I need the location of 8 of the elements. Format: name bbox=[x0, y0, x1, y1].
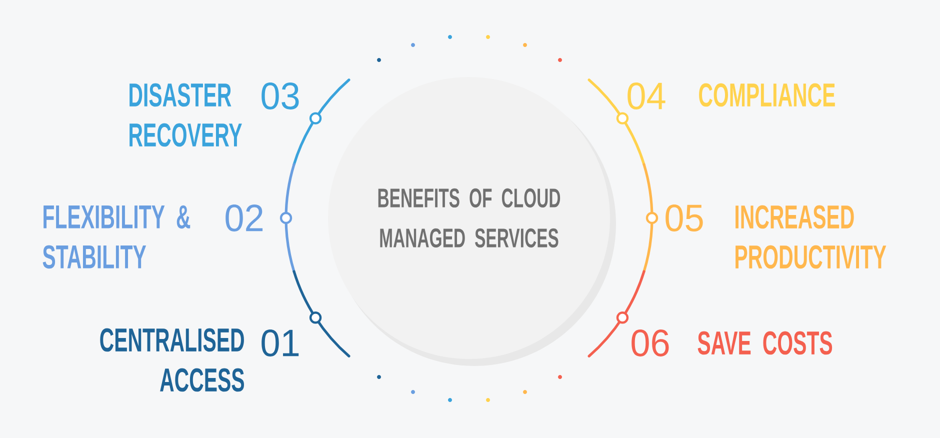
benefit-title: FLEXIBILITY & STABILITY bbox=[42, 205, 190, 269]
step-number: 05 bbox=[666, 204, 703, 232]
benefit-title: DISASTER RECOVERY bbox=[130, 83, 242, 147]
benefit-title: SAVE COSTS bbox=[698, 331, 832, 355]
step-number: 02 bbox=[226, 204, 263, 232]
benefit-title: COMPLIANCE bbox=[699, 83, 835, 107]
benefit-title: INCREASED PRODUCTIVITY bbox=[736, 205, 886, 269]
benefit-title: CENTRALISED ACCESS bbox=[100, 328, 244, 392]
